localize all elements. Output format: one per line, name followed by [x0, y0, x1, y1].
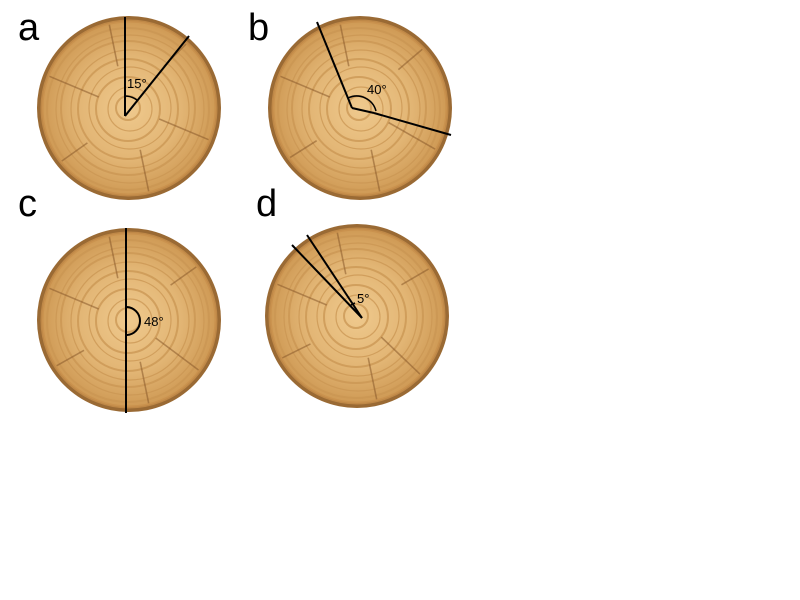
wood-crack [170, 266, 197, 286]
growth-ring [60, 252, 196, 388]
wood-crack [108, 236, 119, 279]
log-slice-b [268, 16, 452, 200]
wood-face [42, 21, 216, 195]
angle-label-d: 5° [357, 291, 369, 306]
wood-crack [336, 232, 347, 275]
wood-crack [279, 75, 331, 98]
angle-lines-c [125, 228, 141, 413]
ray-b-1 [316, 21, 353, 109]
wood-edge-shade [40, 19, 218, 197]
growth-ring [55, 246, 205, 396]
wood-crack [139, 149, 150, 192]
wood-face [42, 233, 216, 407]
growth-ring [60, 40, 196, 176]
growth-ring [77, 270, 179, 372]
wood-crack [155, 337, 200, 371]
wood-face [270, 229, 444, 403]
panel-letter-c: c [18, 183, 37, 225]
panel-b: b 40° [248, 7, 452, 200]
ray-b-2 [373, 112, 452, 136]
angle-arc-c [125, 306, 141, 336]
log-slice-c [37, 228, 221, 412]
wood-crack [339, 24, 350, 67]
growth-ring [316, 274, 400, 358]
growth-ring [323, 284, 389, 350]
wood-crack [55, 349, 85, 367]
wood-crack [61, 142, 88, 162]
growth-ring [70, 49, 190, 169]
ray-b-join [351, 107, 375, 114]
growth-ring [308, 58, 410, 160]
growth-ring [95, 288, 161, 354]
growth-ring [107, 86, 153, 132]
angle-lines-b [316, 21, 452, 136]
angle-label-c: 48° [144, 314, 164, 329]
growth-ring [286, 34, 436, 184]
growth-ring [88, 278, 172, 362]
growth-ring [338, 86, 384, 132]
growth-ring [343, 303, 369, 329]
angle-arc-d [350, 302, 356, 306]
growth-ring [319, 66, 403, 150]
growth-ring [305, 266, 407, 368]
log-slice-d [265, 224, 449, 408]
growth-ring [291, 40, 427, 176]
ray-a-2 [124, 35, 190, 117]
angle-arc-a [124, 95, 138, 101]
panel-letter-a: a [18, 7, 40, 49]
growth-ring [46, 239, 210, 403]
growth-ring [55, 34, 205, 184]
wood-crack [48, 75, 100, 98]
wood-crack [401, 268, 430, 286]
growth-ring [95, 76, 161, 142]
angle-lines-d [291, 234, 363, 319]
growth-ring [335, 294, 381, 340]
wood-crack [281, 343, 311, 359]
wood-crack [108, 24, 119, 67]
wood-edge-shade [40, 231, 218, 409]
panel-letter-d: d [256, 183, 277, 225]
angle-lines-a [124, 17, 190, 117]
wood-edge-shade [268, 227, 446, 405]
wood-crack [158, 118, 210, 141]
wood-crack [370, 149, 381, 192]
growth-ring [77, 58, 179, 160]
log-slice-a [37, 16, 221, 200]
wood-crack [367, 357, 378, 400]
growth-ring [326, 76, 392, 142]
angle-label-a: 15° [127, 76, 147, 91]
panel-c: c 48° [18, 183, 221, 413]
panel-a: a 15° [18, 7, 221, 200]
wood-crack [380, 336, 421, 375]
growth-ring [70, 261, 190, 381]
growth-ring [274, 235, 438, 399]
wood-crack [388, 121, 436, 151]
growth-ring [46, 27, 210, 191]
wood-crack [276, 283, 328, 306]
growth-ring [301, 49, 421, 169]
wood-crack [397, 48, 424, 71]
growth-ring [283, 242, 433, 392]
ray-d-1 [291, 244, 363, 319]
wood-crack [48, 287, 100, 310]
growth-ring [277, 27, 441, 191]
growth-ring [288, 248, 424, 384]
wood-edge-shade [271, 19, 449, 197]
wood-crack [289, 139, 318, 159]
growth-ring [107, 298, 153, 344]
wood-crack [139, 361, 150, 404]
growth-ring [88, 66, 172, 150]
angle-label-b: 40° [367, 82, 387, 97]
angle-arc-b [347, 95, 377, 112]
panel-d: d 5° [256, 183, 449, 408]
growth-ring [298, 257, 418, 377]
panel-letter-b: b [248, 7, 269, 49]
